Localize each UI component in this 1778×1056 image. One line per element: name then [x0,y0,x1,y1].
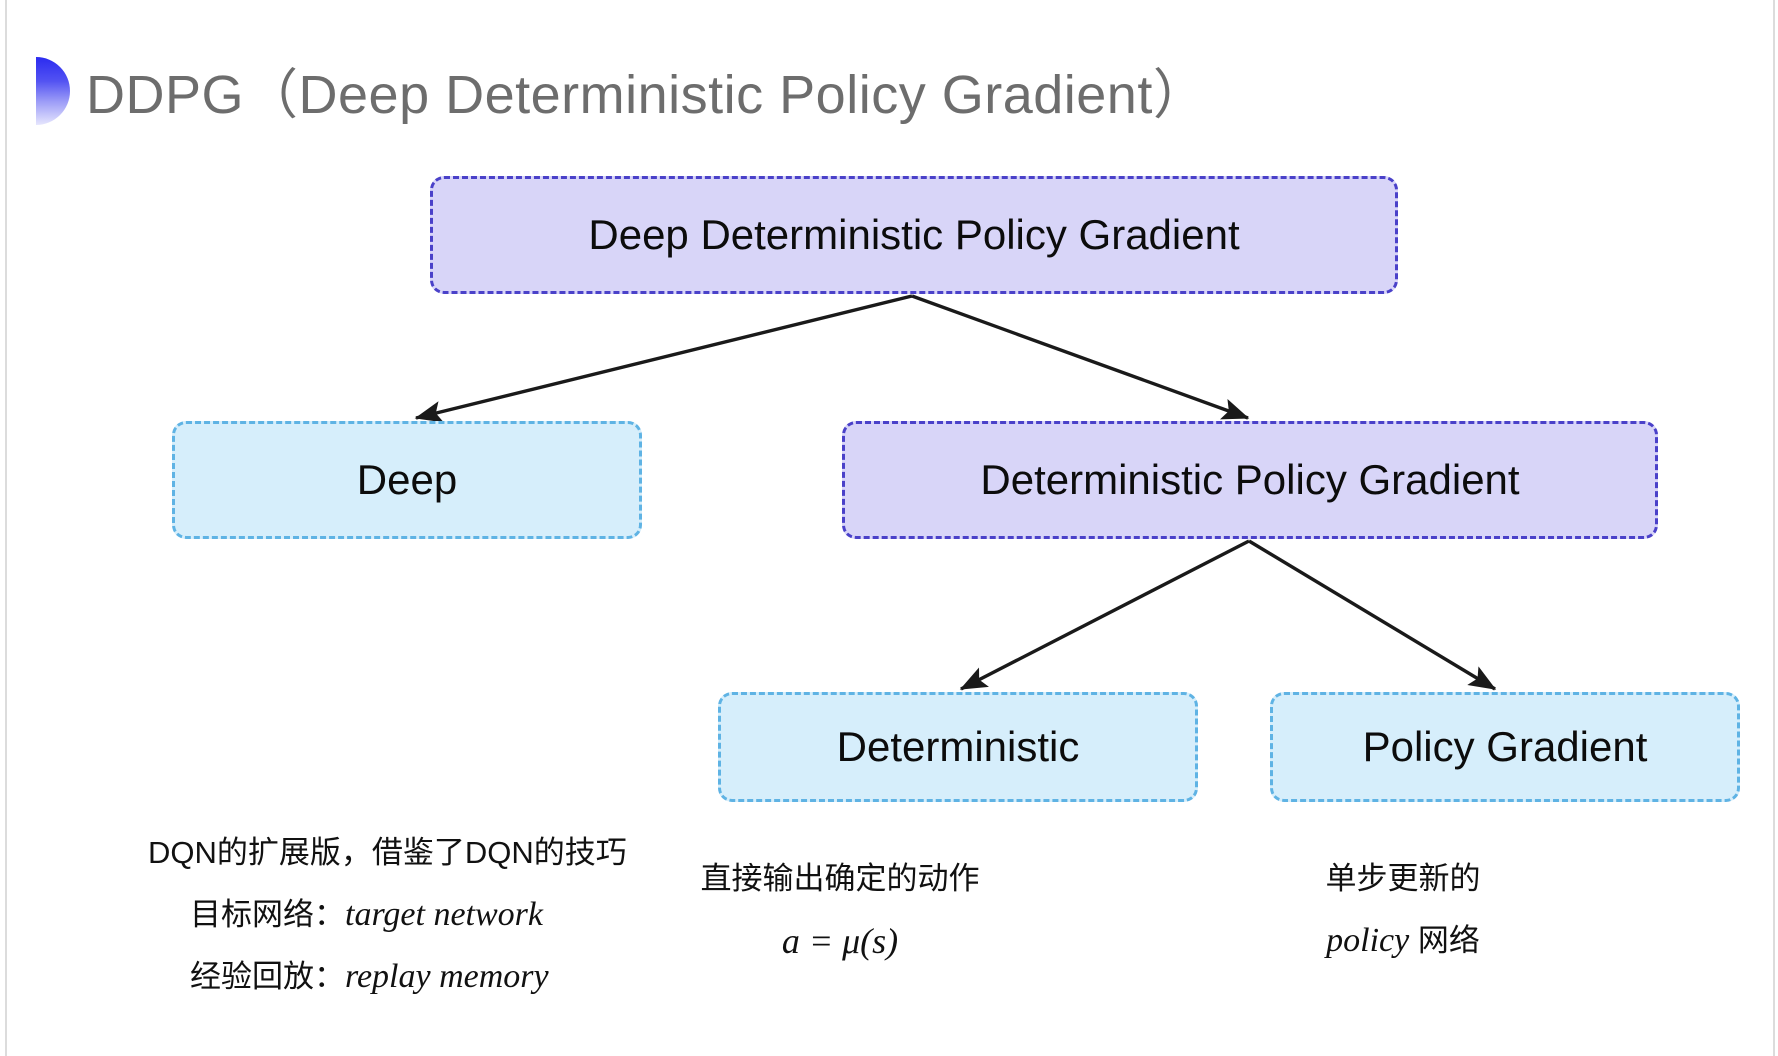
node-label: Deep [356,456,458,503]
node-label: Policy Gradient [1362,723,1648,770]
annotation-deep-line1: DQN的扩展版，借鉴了DQN的技巧 [148,835,627,870]
node-label: Deterministic [836,723,1080,770]
node-deep[interactable]: Deep [172,421,642,539]
annotation-policy-gradient-line1: 单步更新的 [1325,861,1481,896]
page-title: DDPG（Deep Deterministic Policy Gradient） [86,65,1208,125]
annotation-deep-line2-label: 目标网络： [190,897,345,932]
edge-root-to-deep [414,294,913,423]
annotation-deep-line3: 经验回放：replay memory [148,946,627,1008]
edge-dpg-to-policy-gradient [1248,539,1497,691]
right-edge-rule [1773,0,1775,1056]
node-deep-deterministic-policy-gradient[interactable]: Deep Deterministic Policy Gradient [430,176,1398,294]
annotation-deterministic-line1: 直接输出确定的动作 [700,861,980,896]
annotation-policy-gradient: 单步更新的 policy 网络 [1326,848,1481,972]
annotation-deep-line3-term: replay memory [345,958,549,995]
left-edge-rule [5,0,7,1056]
annotation-policy-gradient-tail: 网络 [1409,923,1480,958]
annotation-deterministic-formula: a = μ(s) [781,921,899,961]
annotation-deep-line2-term: target network [345,896,543,933]
node-deterministic[interactable]: Deterministic [718,692,1198,802]
annotation-deep-line3-label: 经验回放： [190,959,345,994]
edge-root-to-dpg [911,294,1250,420]
annotation-deep: DQN的扩展版，借鉴了DQN的技巧 目标网络：target network 经验… [148,822,627,1008]
node-policy-gradient[interactable]: Policy Gradient [1270,692,1740,802]
node-label: Deterministic Policy Gradient [980,456,1520,503]
title-bullet-icon [36,57,70,125]
annotation-deep-line2: 目标网络：target network [148,884,627,946]
annotation-policy-gradient-term: policy [1326,922,1410,959]
node-deterministic-policy-gradient[interactable]: Deterministic Policy Gradient [842,421,1658,539]
node-label: Deep Deterministic Policy Gradient [588,211,1240,258]
annotation-policy-gradient-line2: policy 网络 [1326,910,1481,972]
annotation-deterministic: 直接输出确定的动作 a = μ(s) [701,848,980,972]
edge-dpg-to-deterministic [959,539,1250,691]
